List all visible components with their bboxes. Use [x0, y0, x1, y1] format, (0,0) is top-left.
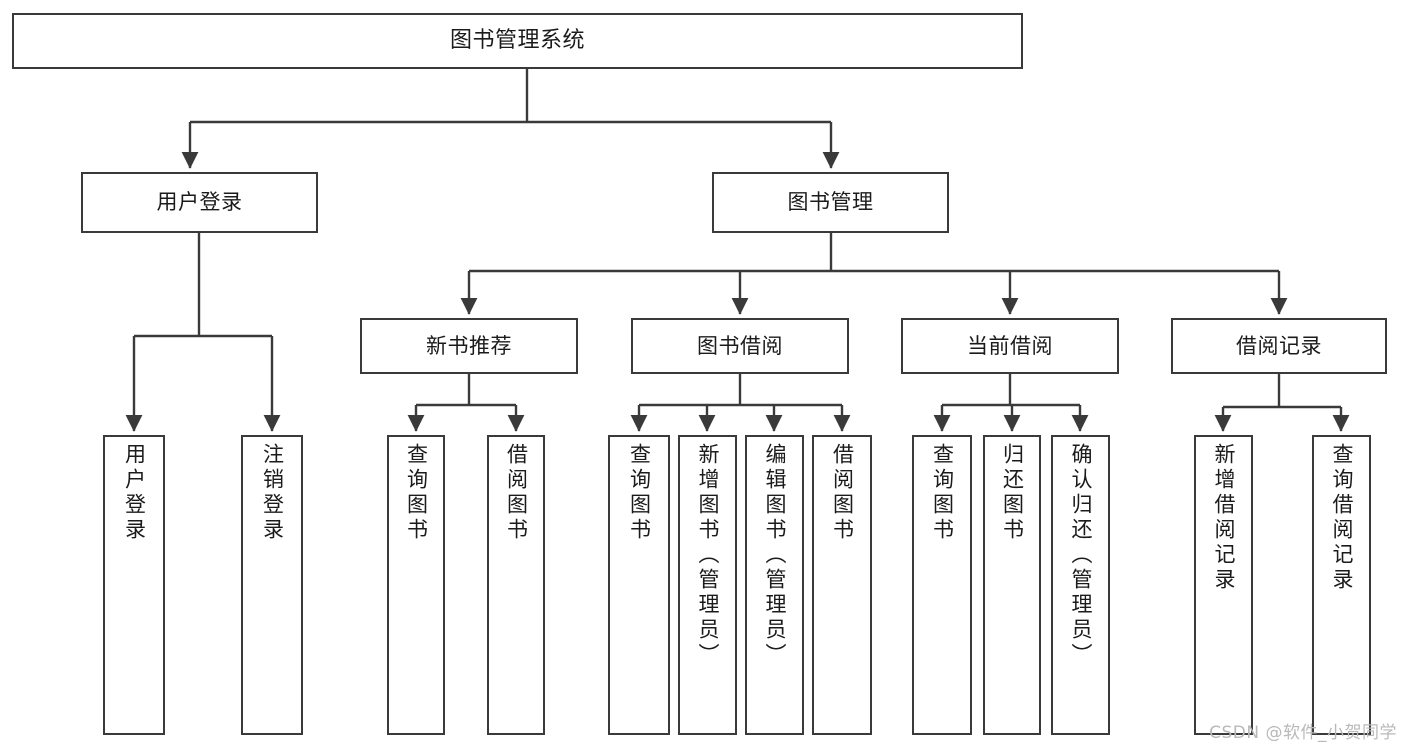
node-leaf-borrow-book-2[interactable]: 借阅图书: [812, 435, 872, 735]
node-leaf-query-book-2-label: 查询图书: [627, 443, 652, 543]
node-book-manage[interactable]: 图书管理: [712, 172, 949, 233]
node-leaf-logout[interactable]: 注销登录: [241, 435, 303, 735]
node-user-login-label: 用户登录: [156, 190, 243, 215]
node-borrow-record-label: 借阅记录: [1236, 333, 1322, 358]
node-leaf-return-book-label: 归还图书: [1000, 443, 1025, 543]
node-leaf-query-book-1-label: 查询图书: [404, 443, 429, 543]
node-leaf-add-book[interactable]: 新增图书（管理员）: [678, 435, 737, 735]
node-leaf-edit-book-label: 编辑图书（管理员）: [763, 443, 787, 668]
node-leaf-query-book-3-label: 查询图书: [930, 443, 955, 543]
node-book-manage-label: 图书管理: [787, 190, 874, 215]
node-leaf-user-login-label: 用户登录: [122, 443, 147, 543]
node-leaf-logout-label: 注销登录: [260, 443, 285, 543]
node-user-login[interactable]: 用户登录: [81, 172, 318, 233]
node-book-borrow-label: 图书借阅: [697, 333, 783, 358]
node-book-borrow[interactable]: 图书借阅: [631, 318, 849, 374]
node-leaf-borrow-book-2-label: 借阅图书: [830, 443, 855, 543]
node-leaf-query-borrow-record[interactable]: 查询借阅记录: [1312, 435, 1371, 735]
node-leaf-confirm-return-label: 确认归还（管理员）: [1069, 443, 1093, 668]
node-current-borrow-label: 当前借阅: [967, 333, 1053, 358]
node-borrow-record[interactable]: 借阅记录: [1171, 318, 1387, 374]
node-new-book-recommend-label: 新书推荐: [426, 333, 512, 358]
node-leaf-borrow-book-1[interactable]: 借阅图书: [487, 435, 545, 735]
node-root[interactable]: 图书管理系统: [12, 13, 1023, 69]
node-leaf-user-login[interactable]: 用户登录: [103, 435, 165, 735]
node-leaf-query-borrow-record-label: 查询借阅记录: [1330, 443, 1354, 593]
node-new-book-recommend[interactable]: 新书推荐: [360, 318, 578, 374]
node-leaf-add-book-label: 新增图书（管理员）: [696, 443, 720, 668]
node-leaf-query-book-2[interactable]: 查询图书: [608, 435, 670, 735]
node-root-label: 图书管理系统: [449, 28, 585, 54]
node-leaf-query-book-3[interactable]: 查询图书: [912, 435, 972, 735]
node-leaf-return-book[interactable]: 归还图书: [983, 435, 1041, 735]
node-leaf-query-book-1[interactable]: 查询图书: [387, 435, 445, 735]
node-leaf-add-borrow-record[interactable]: 新增借阅记录: [1194, 435, 1253, 735]
node-leaf-confirm-return[interactable]: 确认归还（管理员）: [1051, 435, 1110, 735]
node-leaf-borrow-book-1-label: 借阅图书: [504, 443, 529, 543]
node-current-borrow[interactable]: 当前借阅: [901, 318, 1119, 374]
node-leaf-edit-book[interactable]: 编辑图书（管理员）: [745, 435, 804, 735]
watermark-text: CSDN @软件_小贺同学: [1209, 723, 1397, 743]
node-leaf-add-borrow-record-label: 新增借阅记录: [1212, 443, 1236, 593]
